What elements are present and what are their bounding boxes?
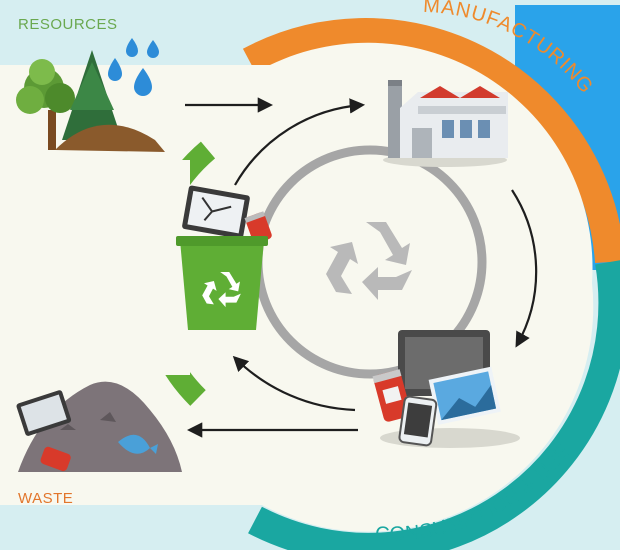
waste-pile-icon xyxy=(16,381,182,472)
label-resources: RESOURCES xyxy=(18,16,118,33)
consumption-arc xyxy=(248,260,620,550)
arrow-recycling-to-manufacturing xyxy=(234,98,366,186)
manufacturing-arc xyxy=(242,18,620,263)
arrow-consumption-to-recycling xyxy=(232,355,356,412)
recycle-icon xyxy=(326,222,412,300)
label-waste: WASTE xyxy=(18,490,74,507)
recycle-bin-icon xyxy=(176,185,272,330)
trees-and-water-icon xyxy=(16,38,165,152)
arrow-manufacturing-to-consumption xyxy=(511,189,538,348)
factory-icon xyxy=(383,80,508,167)
left-panel-cutout xyxy=(20,160,190,375)
devices-and-products-icon xyxy=(372,330,520,448)
